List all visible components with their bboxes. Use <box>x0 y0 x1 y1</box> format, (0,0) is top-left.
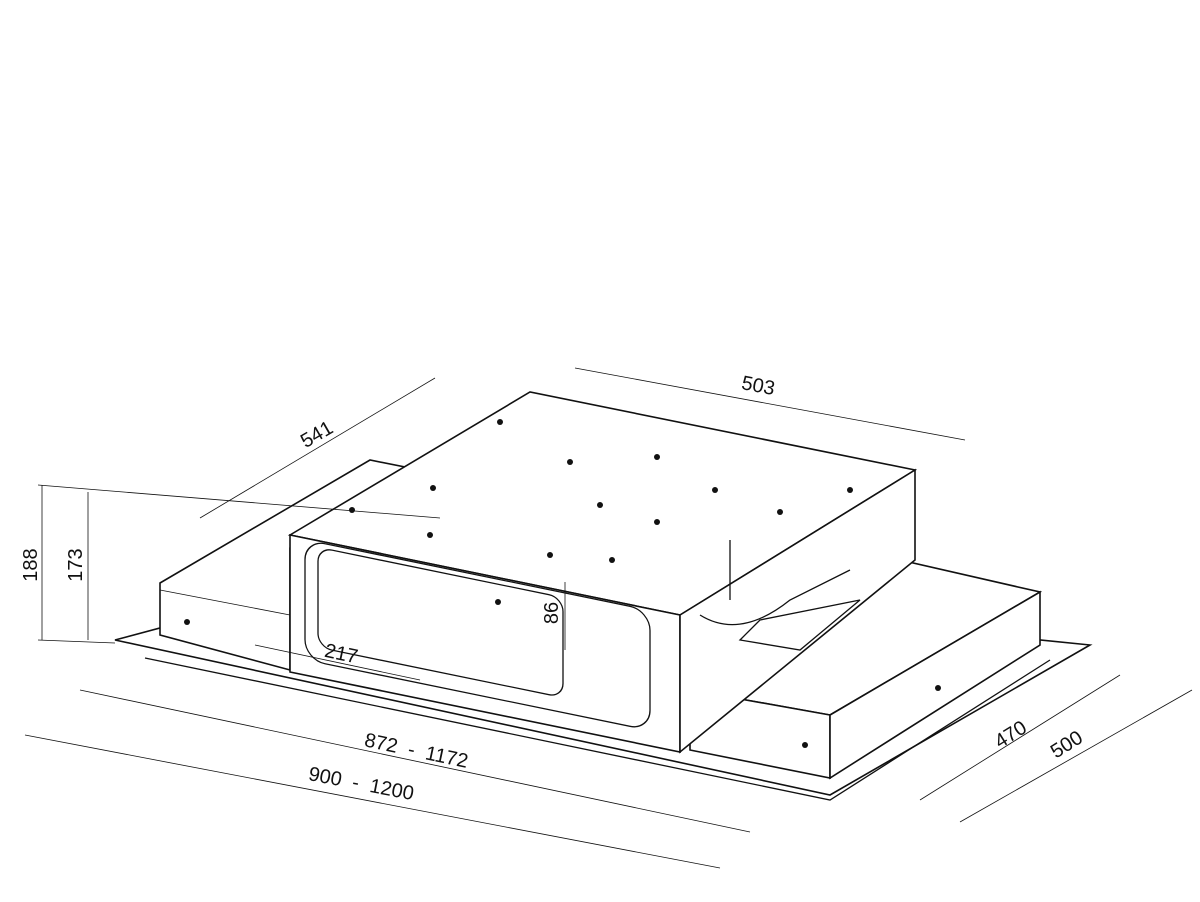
dim-872-1172: 872 - 1172 <box>362 729 470 772</box>
dimension-lines <box>24 367 1193 869</box>
motor-housing <box>287 391 918 754</box>
right-tray <box>687 559 1043 780</box>
dim-900-1200: 900 - 1200 <box>307 763 416 805</box>
dim-470: 470 <box>991 717 1031 753</box>
dim-541: 541 <box>297 417 337 453</box>
dim-500: 500 <box>1047 727 1087 763</box>
mounting-holes <box>349 419 853 605</box>
dim-173: 173 <box>65 548 87 581</box>
dim-503: 503 <box>740 372 777 400</box>
dim-188: 188 <box>20 548 42 581</box>
dim-86: 86 <box>541 602 563 624</box>
